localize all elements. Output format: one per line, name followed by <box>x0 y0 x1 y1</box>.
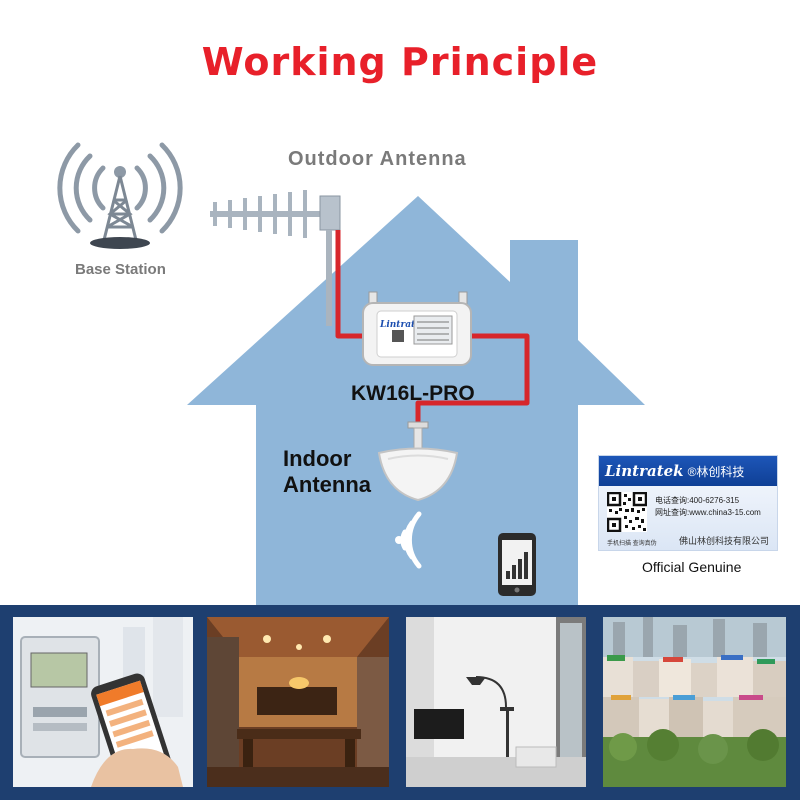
device-model-label: KW16L-PRO <box>351 382 475 405</box>
yagi-antenna-icon <box>210 190 341 326</box>
indoor-antenna-label-line1: Indoor <box>283 446 352 471</box>
repeater-device-icon: Lintratek <box>362 291 472 366</box>
seal-scan-hint: 手机扫描 查询真伪 <box>607 541 657 547</box>
seal-body: 电话查询:400-6276-315 网址查询:www.china3-15.com… <box>599 486 777 550</box>
scene-photo-city <box>603 617 786 787</box>
ceiling-antenna-icon <box>377 421 459 502</box>
seal-web-line: 网址查询:www.china3-15.com <box>655 508 761 517</box>
signal-cable <box>335 230 530 425</box>
official-genuine-label: Official Genuine <box>642 559 742 575</box>
house-shape <box>187 196 645 605</box>
outdoor-antenna-label: Outdoor Antenna <box>288 148 467 170</box>
working-principle-diagram: Lintratek <box>57 142 645 605</box>
seal-header: Lintratek ®林创科技 <box>599 456 777 486</box>
seal-brand-cn: ®林创科技 <box>687 464 745 479</box>
seal-phone-line: 电话查询:400-6276-315 <box>655 496 740 505</box>
scene-photo-smart-meter <box>13 617 193 787</box>
authenticity-seal: Lintratek ®林创科技 电话查询:400-6276-31 <box>598 455 778 551</box>
base-station-tower-icon <box>57 142 183 249</box>
qr-code-icon <box>607 492 647 532</box>
seal-company: 佛山林创科技有限公司 <box>678 536 769 546</box>
base-station-label: Base Station <box>75 261 166 278</box>
smartphone-signal-icon <box>498 533 536 596</box>
wifi-waves-icon <box>395 511 422 569</box>
scene-photo-living-room <box>207 617 389 787</box>
indoor-antenna-label: Indoor Antenna <box>283 446 371 498</box>
seal-brand: Lintratek <box>605 462 684 480</box>
indoor-antenna-label-line2: Antenna <box>283 472 371 497</box>
scene-photo-bedroom <box>406 617 586 787</box>
page-title: Working Principle <box>201 40 599 84</box>
device-brand-text: Lintratek <box>379 320 427 330</box>
